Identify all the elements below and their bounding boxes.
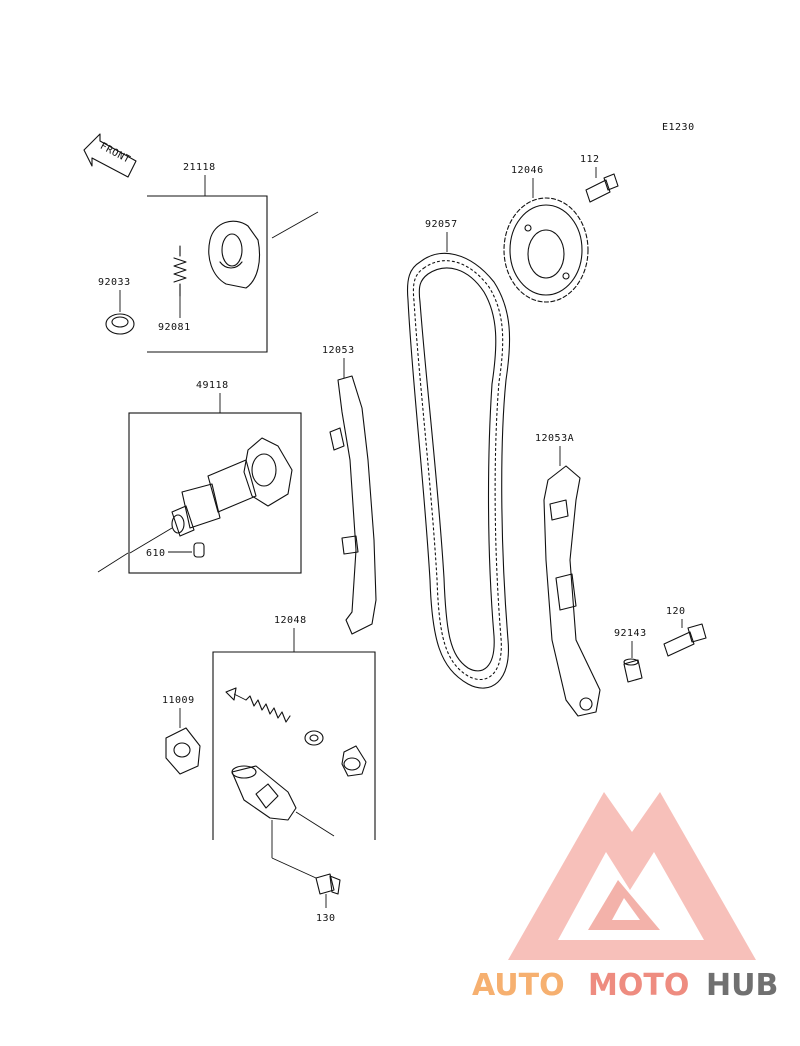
label-130: 130 [316, 913, 336, 924]
tensioner-body-icon [231, 765, 297, 821]
bolt-130-icon [315, 873, 341, 895]
box-49118 [128, 412, 302, 574]
spring-92081-icon [173, 245, 187, 297]
label-112: 112 [580, 154, 600, 165]
label-12048: 12048 [274, 615, 307, 626]
label-12053: 12053 [322, 345, 355, 356]
gasket-11009-icon [165, 727, 201, 775]
front-arrow-icon: FRONT [83, 133, 137, 178]
label-12046: 12046 [511, 165, 544, 176]
label-610: 610 [146, 548, 166, 559]
label-92057: 92057 [425, 219, 458, 230]
brand-moto: MOTO [588, 968, 689, 1003]
label-92081: 92081 [158, 322, 191, 333]
label-11009: 11009 [162, 695, 195, 706]
decompressor-weight-icon [208, 220, 261, 289]
collar-92143-icon [623, 658, 643, 683]
tensioner-spring-icon [225, 687, 291, 723]
label-21118: 21118 [183, 162, 216, 173]
brand-hub: HUB [706, 968, 778, 1003]
box-21118 [147, 195, 268, 353]
arrow-49118 [97, 552, 129, 573]
cap-bolt-icon [341, 745, 367, 777]
box-12048 [212, 651, 376, 840]
leader-130b [271, 857, 317, 879]
circlip-92033-icon [105, 313, 135, 335]
cam-sprocket-12046-icon [503, 197, 589, 303]
timing-chain-92057-icon [406, 252, 511, 689]
front-label: FRONT [98, 141, 132, 166]
chain-guide-12053A-icon [543, 465, 601, 717]
automotohub-logo [508, 792, 756, 960]
camshaft-icon [129, 437, 293, 554]
chain-guide-12053-icon [329, 375, 377, 635]
label-92033: 92033 [98, 277, 131, 288]
arrow-21118 [271, 211, 319, 239]
bolt-120-icon [663, 623, 707, 657]
washer-icon [304, 730, 324, 746]
diagram-code: E1230 [662, 122, 695, 133]
label-120: 120 [666, 606, 686, 617]
dowel-pin-610-icon [193, 542, 205, 558]
label-49118: 49118 [196, 380, 229, 391]
brand-auto: AUTO [472, 968, 565, 1003]
bolt-112-icon [585, 173, 619, 203]
label-92143: 92143 [614, 628, 647, 639]
label-12053A: 12053A [535, 433, 574, 444]
arrow-12048 [295, 811, 335, 837]
